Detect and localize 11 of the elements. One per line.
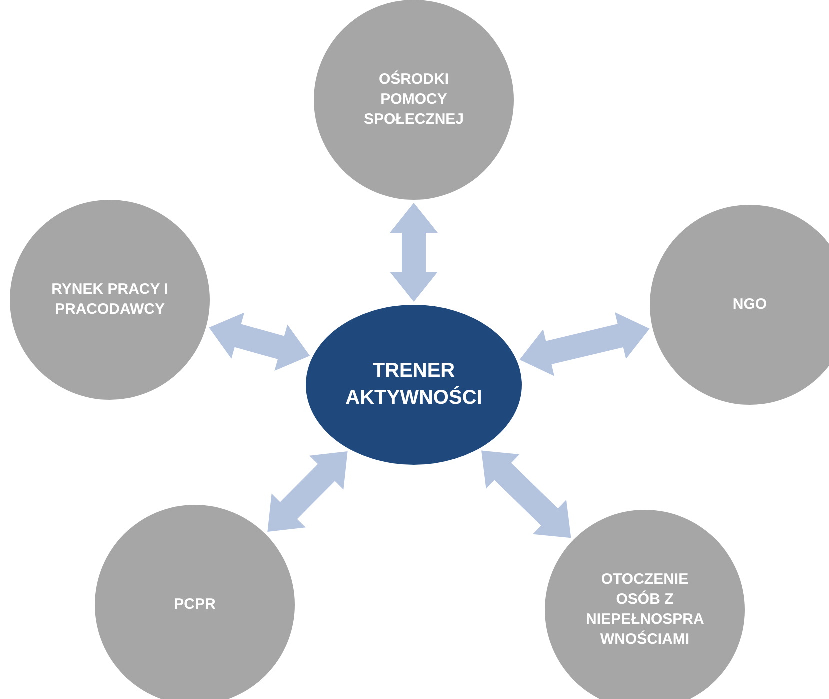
double-arrow xyxy=(390,203,438,302)
node-label: PCPR xyxy=(173,594,217,615)
node-label: TRENER AKTYWNOŚCI xyxy=(344,359,484,411)
double-arrow xyxy=(268,452,348,532)
node-label: OTOCZENIE OSÓB Z NIEPEŁNOSPRA WNOŚCIAMI xyxy=(586,570,704,650)
double-arrow xyxy=(520,312,650,376)
node-label: OŚRODKI POMOCY SPOŁECZNEJ xyxy=(362,70,466,130)
node-label: NGO xyxy=(732,294,768,315)
double-arrow xyxy=(209,312,310,371)
double-arrow xyxy=(482,450,572,538)
node-label: RYNEK PRACY I PRACODAWCY xyxy=(50,280,170,320)
